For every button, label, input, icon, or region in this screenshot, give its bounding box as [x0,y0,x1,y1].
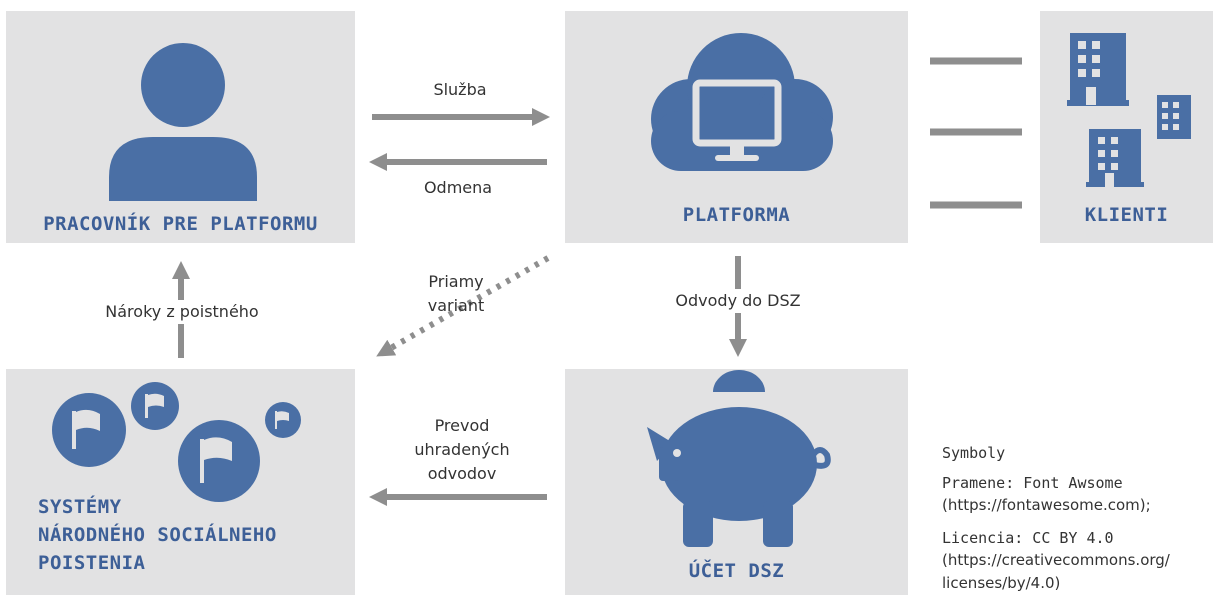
platform-box: PLATFORMA [565,11,908,243]
worker-title: PRACOVNÍK PRE PLATFORMU [43,213,318,235]
transfer-label-line3: odvodov [427,464,497,483]
user-icon [109,43,257,201]
systems-title-line1: SYSTÉMY [38,496,122,518]
flag-circles-icon [52,382,301,502]
clients-box: KLIENTI [1040,11,1213,243]
license-label: Licencia: CC BY 4.0 [942,529,1114,547]
clients-title: KLIENTI [1084,204,1169,226]
source-url: (https://fontawesome.com); [942,496,1151,514]
piggy-bank-icon [647,370,831,547]
account-box: ÚČET DSZ [565,369,908,595]
license-url-line1: (https://creativecommons.org/ [942,551,1170,569]
platform-title: PLATFORMA [682,204,791,226]
systems-box: SYSTÉMY NÁRODNÉHO SOCIÁLNEHO POISTENIA [6,369,355,595]
claims-label: Nároky z poistného [72,300,292,324]
worker-box: PRACOVNÍK PRE PLATFORMU [6,11,355,243]
service-label: Služba [433,80,487,99]
systems-title-line3: POISTENIA [38,552,146,574]
cloud-monitor-icon [651,33,833,171]
transfer-label-line1: Prevod [434,416,490,435]
source-heading: Symboly [942,444,1006,462]
transfer-label-line2: uhradených [414,440,510,459]
contributions-label: Odvody do DSZ [653,289,823,313]
systems-title-line2: NÁRODNÉHO SOCIÁLNEHO [38,524,277,546]
source-label: Pramene: Font Awsome [942,474,1123,492]
license-url-line2: licenses/by/4.0) [942,574,1061,592]
account-title: ÚČET DSZ [688,560,785,582]
direct-label-line1: Priamy [428,272,484,291]
buildings-icon [1067,33,1191,187]
direct-label-line2: variant [427,296,485,315]
reward-label: Odmena [423,178,493,197]
